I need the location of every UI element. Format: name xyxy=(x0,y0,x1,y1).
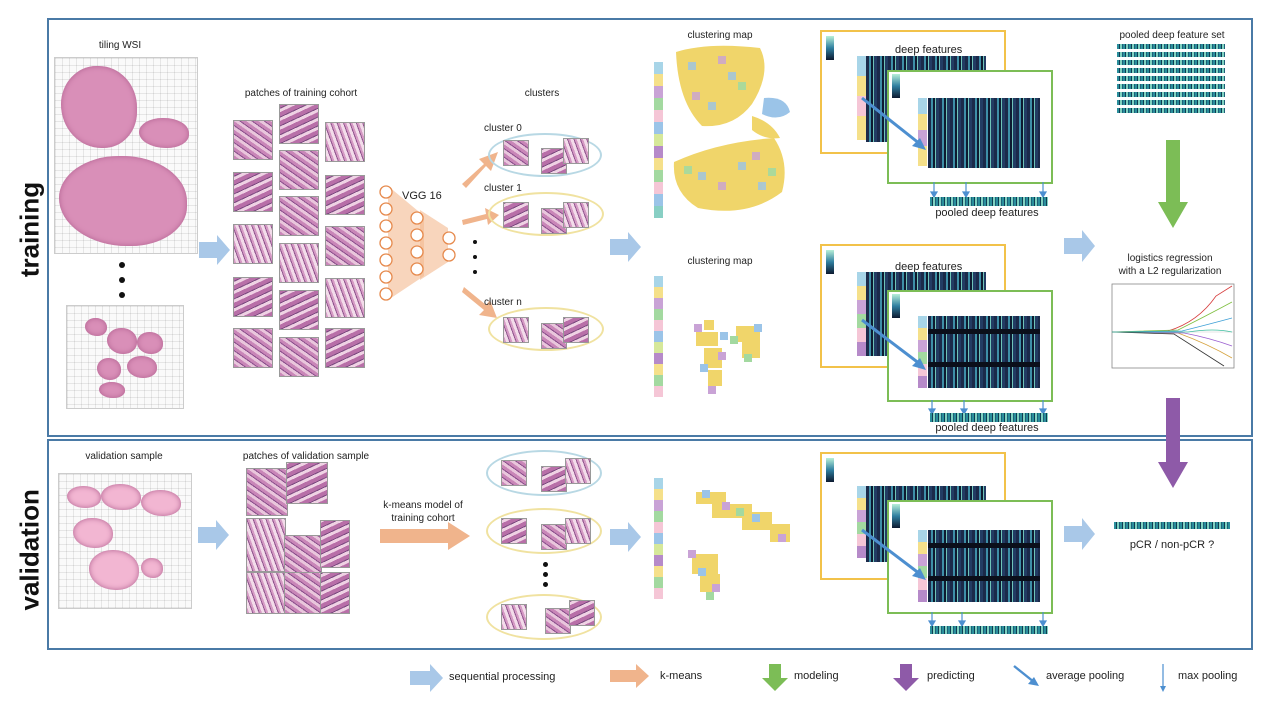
kmeans-arrow-icon xyxy=(462,152,498,188)
clustering-map-image xyxy=(673,45,790,211)
cluster-color-strip xyxy=(654,478,663,599)
kmeans-arrow-icon xyxy=(380,522,470,550)
ellipsis-dot xyxy=(473,255,477,259)
pooled-deep-features-label: pooled deep features xyxy=(935,207,1039,219)
cluster-color-strip xyxy=(918,98,927,166)
green-arrow-icon xyxy=(762,664,788,691)
training-patches-label: patches of training cohort xyxy=(244,88,358,99)
ellipsis-dot xyxy=(119,292,125,298)
ellipsis-dot xyxy=(473,270,477,274)
validation-panel xyxy=(47,439,1253,650)
pooled-feature-bar xyxy=(930,197,1048,206)
sequential-arrow-icon xyxy=(1064,518,1095,550)
validation-cluster-ellipse xyxy=(486,594,602,640)
ellipsis-dot xyxy=(119,277,125,283)
max-pooling-arrow-icon xyxy=(927,400,1048,416)
clusters-label: clusters xyxy=(524,88,560,99)
sequential-arrow-icon xyxy=(1064,230,1095,262)
colorbar-icon xyxy=(826,36,834,60)
legend-max-pooling: max pooling xyxy=(1178,670,1238,682)
sequential-arrow-icon xyxy=(610,522,641,552)
cluster-color-strip xyxy=(857,56,866,140)
legend-predicting: predicting xyxy=(927,670,975,682)
cluster-color-strip xyxy=(918,316,927,388)
validation-wsi xyxy=(58,473,192,609)
pooled-feature-bar xyxy=(930,413,1048,422)
pooled-heatmap xyxy=(928,316,1040,388)
ellipsis-dot xyxy=(543,572,548,577)
prediction-result-label: pCR / non-pCR ? xyxy=(1129,539,1215,551)
validation-cluster-ellipse xyxy=(486,508,602,554)
average-pooling-arrow-icon xyxy=(861,318,926,370)
validation-pooled-heatmap xyxy=(928,530,1040,602)
average-pooling-arrow-icon xyxy=(861,96,926,150)
deep-features-label: deep features xyxy=(895,261,963,273)
pooled-heatmap xyxy=(928,98,1040,168)
pooled-feature-set-label: pooled deep feature set xyxy=(1119,30,1225,41)
validation-sample-label: validation sample xyxy=(85,451,163,462)
lr-label-line2: with a L2 regularization xyxy=(1118,266,1222,277)
training-section-label: training xyxy=(14,181,45,278)
training-wsi-1 xyxy=(54,57,198,254)
predicting-arrow-icon xyxy=(1158,398,1188,488)
cluster-0-ellipse xyxy=(488,133,602,177)
clustering-map-label: clustering map xyxy=(687,30,753,41)
vgg-label: VGG 16 xyxy=(402,190,442,202)
validation-section-label: validation xyxy=(14,489,45,611)
cluster-n-ellipse xyxy=(488,307,604,351)
cluster-color-strip xyxy=(654,62,663,218)
legend-sequential-processing: sequential processing xyxy=(449,671,556,683)
validation-pooled-feature-bar xyxy=(930,626,1048,634)
legend-modeling: modeling xyxy=(794,670,839,682)
legend-average-pooling: average pooling xyxy=(1046,670,1125,682)
deep-features-label: deep features xyxy=(895,44,963,56)
colorbar-icon xyxy=(892,74,900,98)
modeling-arrow-icon xyxy=(1158,140,1188,228)
kmeans-model-label-line2: training cohort xyxy=(391,513,455,524)
colorbar-icon xyxy=(826,250,834,274)
tiling-wsi-label: tiling WSI xyxy=(98,40,142,51)
blue-arrow-icon xyxy=(410,664,443,692)
training-wsi-2 xyxy=(66,305,184,409)
vgg16-network-diagram xyxy=(379,185,456,301)
ellipsis-dot xyxy=(119,262,125,268)
colorbar-icon xyxy=(892,504,900,528)
sequential-arrow-icon xyxy=(610,232,641,262)
ellipsis-dot xyxy=(543,562,548,567)
max-pool-arrow-icon xyxy=(1160,664,1166,692)
validation-clustering-map-image xyxy=(688,490,790,600)
average-pooling-arrow-icon xyxy=(861,528,926,580)
cluster-color-strip xyxy=(857,486,866,558)
cluster-1-ellipse xyxy=(488,192,604,236)
cluster-n-label: cluster n xyxy=(484,297,522,308)
colorbar-icon xyxy=(892,294,900,318)
validation-cluster-ellipse xyxy=(486,450,602,496)
cluster-0-label: cluster 0 xyxy=(484,123,522,134)
training-panel xyxy=(47,18,1253,437)
clustering-map-label: clustering map xyxy=(687,256,753,267)
cluster-color-strip xyxy=(654,276,663,397)
legend-kmeans: k-means xyxy=(660,670,703,682)
clustering-map-image xyxy=(694,320,762,394)
ellipsis-dot xyxy=(473,240,477,244)
kmeans-arrow-icon xyxy=(462,287,497,318)
sequential-arrow-icon xyxy=(199,235,230,265)
lr-label-line1: logistics regression xyxy=(1127,253,1213,264)
purple-arrow-icon xyxy=(893,664,919,691)
cluster-color-strip xyxy=(918,530,927,602)
sequential-arrow-icon xyxy=(198,520,229,550)
pooled-deep-features-label: pooled deep features xyxy=(935,422,1039,434)
validation-feature-vector xyxy=(1114,522,1230,529)
avg-pool-arrow-icon xyxy=(1013,665,1039,686)
orange-arrow-icon xyxy=(610,664,649,688)
regularization-path-plot xyxy=(1111,283,1235,369)
validation-patches-label: patches of validation sample xyxy=(242,451,370,462)
kmeans-model-label-line1: k-means model of xyxy=(383,500,463,511)
max-pooling-arrow-icon xyxy=(929,182,1048,198)
colorbar-icon xyxy=(826,458,834,482)
ellipsis-dot xyxy=(543,582,548,587)
cluster-1-label: cluster 1 xyxy=(484,183,522,194)
max-pooling-arrow-icon xyxy=(927,612,1048,628)
